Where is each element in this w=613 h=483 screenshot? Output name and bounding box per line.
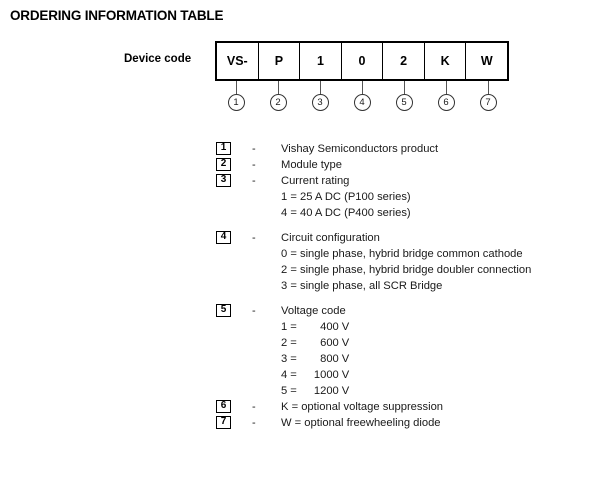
legend-index-box-5: 5 bbox=[216, 304, 231, 317]
legend-index-box-4: 4 bbox=[216, 231, 231, 244]
legend-head-3: 3 - Current rating bbox=[216, 173, 613, 189]
legend-separator-4: - bbox=[252, 232, 256, 244]
callout-circle-4: 4 bbox=[353, 94, 371, 111]
legend-title-3: Current rating bbox=[281, 175, 350, 187]
voltage-code: 3 bbox=[281, 353, 288, 365]
callout-circle-1: 1 bbox=[227, 94, 245, 111]
legend-head-2: 2 - Module type bbox=[216, 157, 613, 173]
legend-index-box-6: 6 bbox=[216, 400, 231, 413]
legend-separator-3: - bbox=[252, 175, 256, 187]
legend-section-7: 7 - W = optional freewheeling diode bbox=[216, 415, 613, 431]
legend-subline: 3 = single phase, all SCR Bridge bbox=[281, 280, 443, 292]
legend-head-6: 6 - K = optional voltage suppression bbox=[216, 399, 613, 415]
voltage-value: 1000 bbox=[313, 369, 339, 381]
legend-head-4: 4 - Circuit configuration bbox=[216, 230, 613, 246]
legend-separator-1: - bbox=[252, 143, 256, 155]
legend-title-1: Vishay Semiconductors product bbox=[281, 143, 439, 155]
voltage-unit: V bbox=[341, 337, 350, 349]
callout-circle-7: 7 bbox=[479, 94, 497, 111]
voltage-value: 800 bbox=[320, 353, 339, 365]
callout-circle-3: 3 bbox=[311, 94, 329, 111]
device-code-cell-5: 2 bbox=[383, 43, 425, 79]
device-code-cell-3: 1 bbox=[300, 43, 342, 79]
callout-circle-6: 6 bbox=[437, 94, 455, 111]
voltage-code: 4 bbox=[281, 369, 288, 381]
legend-head-1: 1 - Vishay Semiconductors product bbox=[216, 141, 613, 157]
legend-head-5: 5 - Voltage code bbox=[216, 303, 613, 319]
legend-section-4: 4 - Circuit configuration 0 = single phase,… bbox=[216, 230, 613, 294]
voltage-unit: V bbox=[341, 353, 350, 365]
legend-index-box-7: 7 bbox=[216, 416, 231, 429]
voltage-code: 2 bbox=[281, 337, 288, 349]
device-code-cell-2: P bbox=[258, 43, 301, 79]
legend-index-box-2: 2 bbox=[216, 158, 231, 171]
voltage-equals: = bbox=[290, 337, 297, 349]
callout-leader-line-5 bbox=[403, 81, 405, 94]
voltage-equals: = bbox=[290, 321, 297, 333]
legend-section-1: 1 - Vishay Semiconductors product bbox=[216, 141, 613, 157]
legend-section-2: 2 - Module type bbox=[216, 157, 613, 173]
legend-subline: 0 = single phase, hybrid bridge common c… bbox=[281, 248, 523, 260]
legend-title-2: Module type bbox=[281, 159, 342, 171]
page-title: ORDERING INFORMATION TABLE bbox=[10, 8, 224, 23]
legend-index-box-3: 3 bbox=[216, 174, 231, 187]
legend-subline: 2 = single phase, hybrid bridge doubler … bbox=[281, 264, 532, 276]
voltage-code: 1 bbox=[281, 321, 288, 333]
device-code-cell-1: VS- bbox=[217, 43, 259, 79]
device-code-label: Device code bbox=[124, 53, 192, 65]
legend-separator-6: - bbox=[252, 401, 256, 413]
legend-separator-5: - bbox=[252, 305, 256, 317]
voltage-equals: = bbox=[290, 385, 297, 397]
callout-leader-line-1 bbox=[235, 81, 237, 94]
legend-title-6: K = optional voltage suppression bbox=[281, 401, 444, 413]
legend-separator-7: - bbox=[252, 417, 256, 429]
voltage-value: 400 bbox=[320, 321, 339, 333]
callout-leader-line-7 bbox=[487, 81, 489, 94]
legend-subline: 4 = 40 A DC (P400 series) bbox=[281, 207, 411, 219]
legend-subline: 1 = 25 A DC (P100 series) bbox=[281, 191, 411, 203]
legend-title-7: W = optional freewheeling diode bbox=[281, 417, 441, 429]
legend-section-6: 6 - K = optional voltage suppression bbox=[216, 399, 613, 415]
callout-circle-2: 2 bbox=[269, 94, 287, 111]
voltage-unit: V bbox=[341, 369, 350, 381]
legend-title-5: Voltage code bbox=[281, 305, 346, 317]
voltage-value: 600 bbox=[320, 337, 339, 349]
callout-circle-5: 5 bbox=[395, 94, 413, 111]
legend-list: 1 - Vishay Semiconductors product 2 - Module … bbox=[216, 141, 613, 431]
legend-head-7: 7 - W = optional freewheeling diode bbox=[216, 415, 613, 431]
callout-leader-line-4 bbox=[361, 81, 363, 94]
legend-separator-2: - bbox=[252, 159, 256, 171]
callout-leader-line-6 bbox=[445, 81, 447, 94]
voltage-equals: = bbox=[290, 353, 297, 365]
device-code-cell-4: 0 bbox=[341, 43, 384, 79]
voltage-value: 1200 bbox=[313, 385, 339, 397]
voltage-unit: V bbox=[341, 385, 350, 397]
voltage-unit: V bbox=[341, 321, 350, 333]
legend-index-box-1: 1 bbox=[216, 142, 231, 155]
voltage-code: 5 bbox=[281, 385, 288, 397]
voltage-equals: = bbox=[290, 369, 297, 381]
legend-title-4: Circuit configuration bbox=[281, 232, 380, 244]
device-code-cell-7: W bbox=[466, 43, 508, 79]
legend-section-3: 3 - Current rating 1 = 25 A DC (P100 series… bbox=[216, 173, 613, 221]
callout-leader-line-2 bbox=[277, 81, 279, 94]
device-code-cell-6: K bbox=[424, 43, 467, 79]
callout-leader-line-3 bbox=[319, 81, 321, 94]
